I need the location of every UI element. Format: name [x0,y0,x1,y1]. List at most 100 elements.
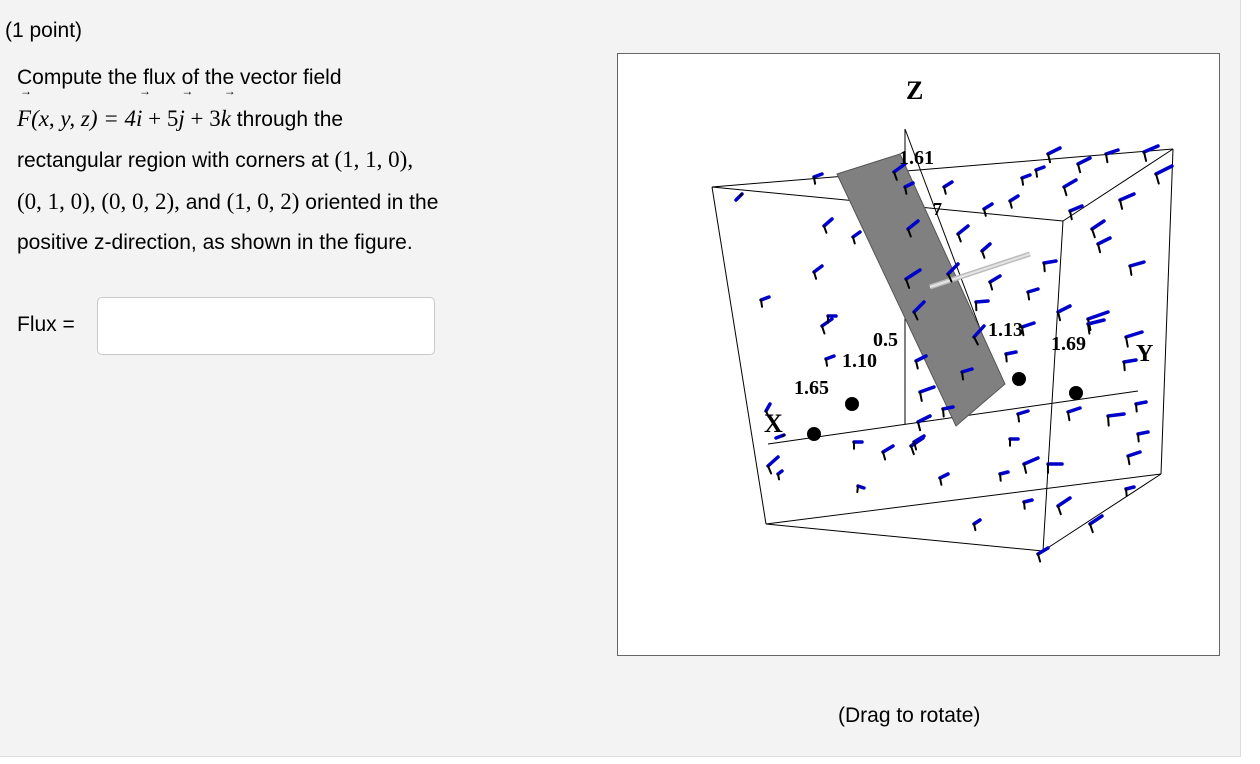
vector-arrow [1042,259,1058,265]
vector-arrow-tail [904,186,908,195]
vector-arrow [1106,412,1126,418]
vector-arrow-tail [999,473,1002,482]
vector-arrow-tail [943,186,947,195]
vector-arrow-tail [1021,326,1025,337]
vector-arrow-tail [1021,177,1025,186]
vector-arrow [1066,406,1082,414]
vector-arrow-tail [905,278,911,289]
vector-arrow-tail [1125,336,1129,348]
flux-answer-input[interactable] [97,297,435,355]
vector-arrow [918,385,936,394]
vector-arrow-tail [738,193,743,197]
vector-arrow [812,172,824,179]
vector-arrow-tail [1089,523,1094,534]
vector-arrow-tail [1105,153,1109,164]
vector-arrow [912,434,926,444]
y-axis-point [1069,386,1083,400]
vector-arrow-tail [939,477,943,486]
vector-arrow [812,264,824,274]
through-text: through the [230,107,344,131]
vector-arrow [982,202,994,211]
vector-arrow-tail [915,360,919,370]
z-tick-label: 7 [933,199,942,219]
vector-arrow-tail [1027,291,1031,301]
y-axis-point [1012,372,1026,386]
problem-panel: (1 point) Compute the flux of the vector… [0,0,1241,757]
vector-arrow [1076,156,1092,166]
vector-arrow-tail [1017,413,1021,423]
vector-arrow [1056,496,1072,508]
vector-arrow-tail [1057,311,1062,322]
vector-arrow [956,224,970,236]
vector-arrow [904,268,922,281]
vector-arrow [1118,192,1136,202]
vector-arrow [988,274,1002,284]
vector-arrow [903,181,915,189]
vector-arrow-tail [973,336,979,346]
vector-arrow-tail [1091,228,1096,239]
vector-arrow-tail [1069,210,1073,221]
vector-arrow [881,444,895,454]
x-tick-label: 0.5 [873,329,898,351]
y-tick-label: 1.69 [1051,333,1086,355]
vector-arrow [938,472,950,480]
vector-arrow [1062,178,1078,189]
vector-arrow [851,230,862,239]
vector-arrow-tail [917,421,922,432]
vector-arrow [1022,498,1034,504]
vector-arrow [1056,304,1072,314]
vector-arrow-tail [973,523,977,532]
vector-arrow-tail [1107,415,1110,427]
vector-arrow [824,354,836,361]
vector-arrow-tail [989,281,994,291]
vector-arrow-tail [765,410,770,418]
vector-field-formula: F(x, y, z) = 4i + 5j + 3k [17,85,236,131]
vector-arrow [941,405,955,411]
field-args: (x, y, z) = 4 [31,105,136,131]
vector-arrow-tail [919,391,923,402]
vector-arrow [998,470,1010,476]
corner-4: (1, 0, 2) [226,188,300,214]
vector-arrow-tail [856,485,859,494]
vector-arrow [1104,148,1120,156]
vector-arrow-tail [1097,243,1102,254]
vector-arrow [942,180,954,189]
surface-normal-highlight [929,253,1031,288]
field-symbol: F [17,85,32,140]
vector-arrow [1004,350,1018,356]
vector-arrow [1016,409,1030,416]
vector-arrow-tail [1005,353,1008,363]
vector-arrow-tail [821,325,826,335]
vector-arrow [1154,164,1174,176]
problem-line-5: positive z-direction, as shown in the fi… [17,231,413,254]
vector-arrow-tail [1137,433,1140,443]
vector-arrow [1124,330,1144,339]
field-term-j: + 5 [142,105,179,131]
vector-arrow [1086,318,1106,326]
vector-arrow [1020,173,1032,180]
vector-field-plot[interactable]: Z X Y 1.65 1.10 0.5 1.13 1.69 1.61 7 [618,54,1219,655]
vector-arrow [1022,456,1040,466]
vector-arrow [946,262,960,276]
problem-line-2: F(x, y, z) = 4i + 5j + 3k through the [17,85,577,141]
vector-arrow [914,354,928,363]
vector-arrow-tail [1037,553,1042,563]
corners-intro: rectangular region with corners at [17,149,335,172]
vector-arrow-tail [1135,403,1138,413]
vector-arrow [1126,450,1142,458]
vector-arrow-tail [961,371,965,381]
vector-arrow [856,484,866,490]
y-axis-label: Y [1136,341,1153,367]
problem-line-1: Compute the flux of the vector field [17,66,342,89]
vector-arrow-tail [910,445,915,456]
vector-arrow-tail [981,250,986,259]
vector-arrow [916,414,932,424]
vector-arrow-tail [1023,463,1028,474]
vector-arrow [1136,430,1150,436]
vector-field-figure[interactable]: Z X Y 1.65 1.10 0.5 1.13 1.69 1.61 7 [617,53,1220,656]
vector-arrow-tail [882,451,887,461]
vector-arrow-tail [1143,151,1148,162]
flux-label: Flux = [17,313,75,336]
vector-arrow [974,299,990,304]
rectangular-surface [836,153,1006,427]
